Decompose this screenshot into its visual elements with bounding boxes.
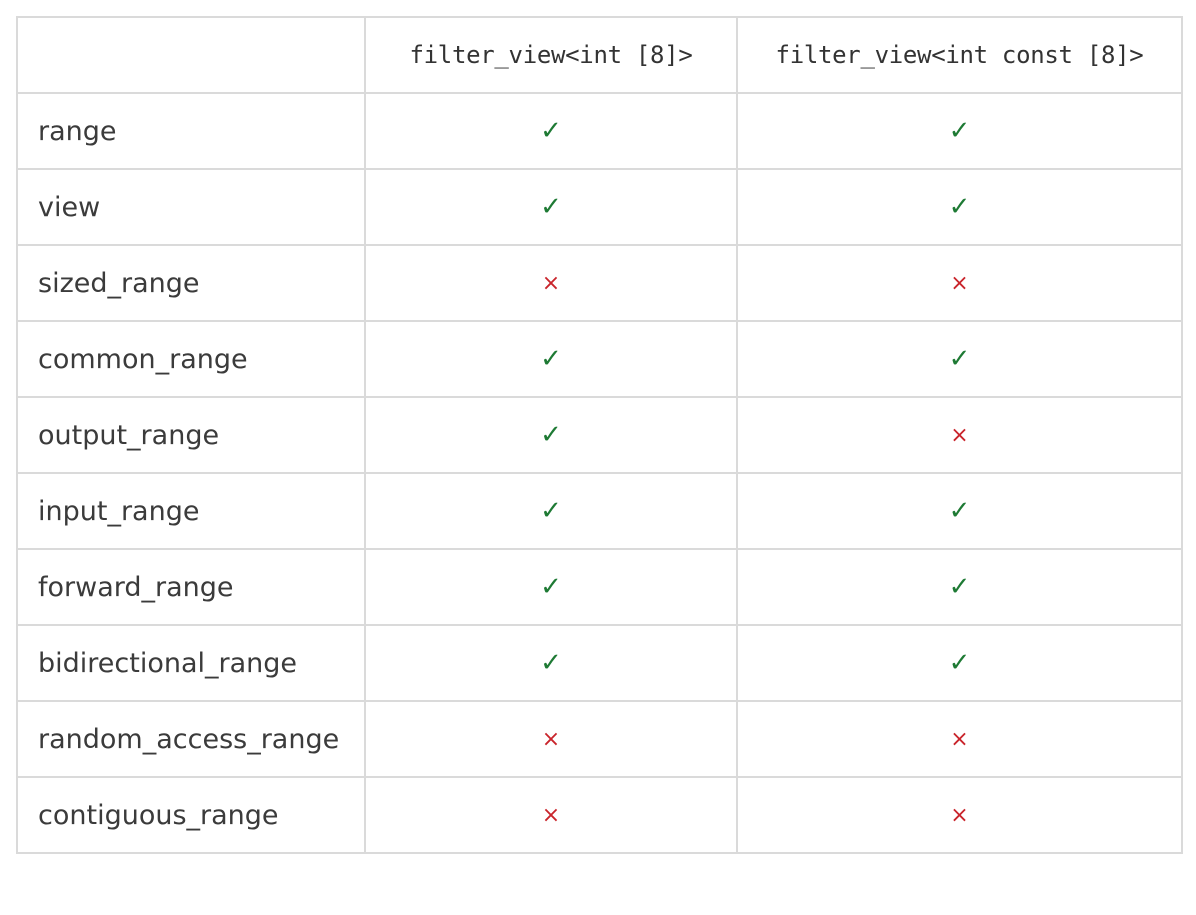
table-container: filter_view<int [8]> filter_view<int con… — [16, 16, 1183, 854]
concept-name: random_access_range — [16, 700, 366, 778]
concept-name: bidirectional_range — [16, 624, 366, 702]
cross-icon: × — [950, 422, 969, 448]
check-icon: ✓ — [540, 648, 562, 678]
support-cell: ✓ — [364, 472, 738, 550]
concept-name: sized_range — [16, 244, 366, 322]
support-cell: ✓ — [736, 548, 1183, 626]
support-cell: ✓ — [364, 624, 738, 702]
support-cell: ✓ — [736, 92, 1183, 170]
support-cell: × — [736, 776, 1183, 854]
concept-name: common_range — [16, 320, 366, 398]
check-icon: ✓ — [540, 116, 562, 146]
table-row: range ✓ ✓ — [16, 92, 1183, 170]
table-row: sized_range × × — [16, 244, 1183, 322]
support-cell: ✓ — [364, 168, 738, 246]
header-filter-view-int: filter_view<int [8]> — [364, 16, 738, 94]
support-cell: × — [736, 700, 1183, 778]
table-row: input_range ✓ ✓ — [16, 472, 1183, 550]
check-icon: ✓ — [948, 192, 971, 222]
concept-name: forward_range — [16, 548, 366, 626]
concept-name: input_range — [16, 472, 366, 550]
header-empty — [16, 16, 366, 94]
support-cell: × — [364, 700, 738, 778]
support-cell: ✓ — [364, 548, 738, 626]
cross-icon: × — [950, 270, 969, 296]
support-cell: × — [364, 244, 738, 322]
concept-name: contiguous_range — [16, 776, 366, 854]
support-cell: × — [736, 396, 1183, 474]
check-icon: ✓ — [540, 572, 562, 602]
table-row: random_access_range × × — [16, 700, 1183, 778]
support-cell: ✓ — [364, 396, 738, 474]
cross-icon: × — [950, 802, 969, 828]
support-cell: ✓ — [364, 92, 738, 170]
concept-name: range — [16, 92, 366, 170]
check-icon: ✓ — [540, 420, 562, 450]
check-icon: ✓ — [948, 648, 971, 678]
table-row: forward_range ✓ ✓ — [16, 548, 1183, 626]
header-filter-view-int-const: filter_view<int const [8]> — [736, 16, 1183, 94]
concept-table: filter_view<int [8]> filter_view<int con… — [16, 16, 1183, 854]
check-icon: ✓ — [540, 496, 562, 526]
table-row: view ✓ ✓ — [16, 168, 1183, 246]
check-icon: ✓ — [540, 344, 562, 374]
support-cell: ✓ — [736, 624, 1183, 702]
support-cell: ✓ — [736, 168, 1183, 246]
support-cell: × — [364, 776, 738, 854]
support-cell: ✓ — [364, 320, 738, 398]
cross-icon: × — [541, 802, 561, 828]
support-cell: ✓ — [736, 472, 1183, 550]
concept-name: view — [16, 168, 366, 246]
check-icon: ✓ — [948, 496, 971, 526]
table-row: contiguous_range × × — [16, 776, 1183, 854]
table-row: bidirectional_range ✓ ✓ — [16, 624, 1183, 702]
check-icon: ✓ — [948, 344, 971, 374]
check-icon: ✓ — [948, 572, 971, 602]
table-row: output_range ✓ × — [16, 396, 1183, 474]
cross-icon: × — [541, 270, 561, 296]
check-icon: ✓ — [948, 116, 971, 146]
check-icon: ✓ — [540, 192, 562, 222]
support-cell: × — [736, 244, 1183, 322]
table-body: range ✓ ✓ view ✓ ✓ sized_range × × common_range ✓ ✓… — [16, 92, 1183, 854]
concept-name: output_range — [16, 396, 366, 474]
support-cell: ✓ — [736, 320, 1183, 398]
header-row: filter_view<int [8]> filter_view<int con… — [16, 16, 1183, 94]
cross-icon: × — [541, 726, 561, 752]
table-row: common_range ✓ ✓ — [16, 320, 1183, 398]
cross-icon: × — [950, 726, 969, 752]
